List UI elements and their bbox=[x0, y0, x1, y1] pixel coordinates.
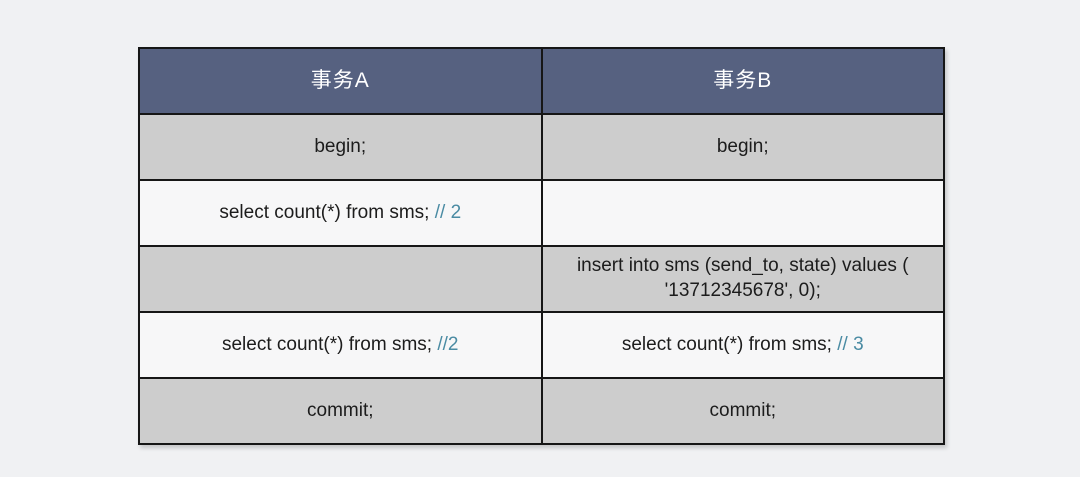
table-row: begin; begin; bbox=[138, 113, 945, 181]
sql-statement: commit; bbox=[709, 399, 777, 421]
table-cell: begin; bbox=[540, 113, 945, 181]
sql-statement: insert into sms (send_to, state) values … bbox=[576, 255, 909, 301]
sql-comment: //2 bbox=[437, 333, 459, 355]
sql-comment: // 2 bbox=[434, 201, 462, 223]
table-cell: select count(*) from sms; // 2 bbox=[138, 179, 543, 247]
table-cell: select count(*) from sms; //2 bbox=[138, 311, 543, 379]
sql-statement: begin; bbox=[716, 135, 769, 157]
table-cell bbox=[138, 245, 543, 313]
column-header-transaction-a: 事务A bbox=[138, 47, 543, 115]
sql-statement: select count(*) from sms; bbox=[219, 201, 435, 223]
sql-statement: select count(*) from sms; bbox=[621, 333, 838, 355]
sql-statement: commit; bbox=[307, 399, 374, 421]
table-cell: begin; bbox=[138, 113, 543, 181]
sql-statement: begin; bbox=[314, 135, 367, 157]
table-cell: insert into sms (send_to, state) values … bbox=[540, 245, 945, 313]
sql-comment: // 3 bbox=[837, 333, 864, 355]
table-cell bbox=[540, 179, 945, 247]
table-cell: commit; bbox=[540, 377, 945, 445]
table-row: insert into sms (send_to, state) values … bbox=[138, 245, 945, 313]
column-header-transaction-b: 事务B bbox=[540, 47, 945, 115]
table-cell: commit; bbox=[138, 377, 543, 445]
table-row: commit; commit; bbox=[138, 377, 945, 445]
sql-statement: select count(*) from sms; bbox=[221, 333, 438, 355]
table-row: select count(*) from sms; // 2 bbox=[138, 179, 945, 247]
table-header-row: 事务A 事务B bbox=[138, 47, 945, 115]
table-cell: select count(*) from sms; // 3 bbox=[540, 311, 945, 379]
transaction-table: 事务A 事务B begin; begin; select count(*) from… bbox=[138, 47, 945, 445]
